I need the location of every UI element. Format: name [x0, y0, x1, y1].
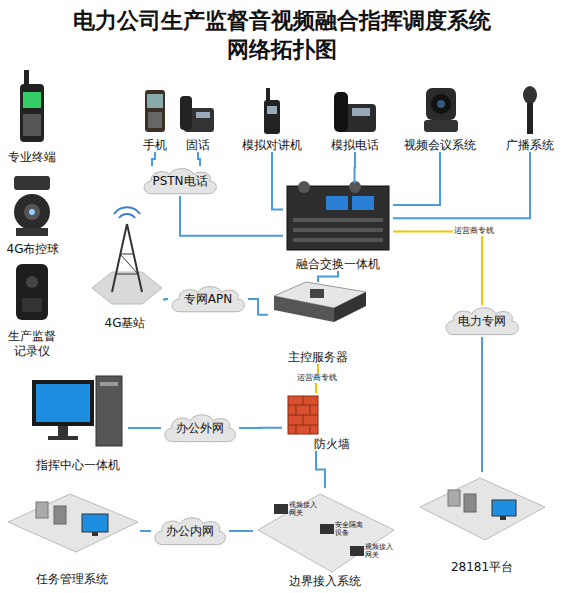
- radio-node: 模拟对讲机: [235, 86, 309, 152]
- node-label: 生产监督记录仪: [6, 329, 58, 358]
- connector-line: [393, 152, 440, 205]
- computer-node: 指挥中心一体机: [28, 372, 128, 472]
- connector-line: [316, 451, 325, 488]
- connector-line: [180, 196, 283, 236]
- connector-line: [229, 530, 253, 532]
- gb28181-platform-icon: [420, 478, 545, 540]
- server-icon: [274, 282, 366, 322]
- node-label: 视频接入网关: [365, 544, 394, 559]
- firewall-icon: [288, 396, 318, 434]
- node-label: 专网APN: [184, 292, 232, 306]
- edge-label: 运营商专线: [296, 374, 338, 383]
- connector-line: [163, 298, 168, 301]
- connector-line: [318, 271, 338, 282]
- connector-line: [248, 299, 268, 315]
- network-cloud: 专网APN: [168, 284, 248, 314]
- node-label: 视频会议系统: [404, 138, 476, 152]
- server-node: 主控服务器: [268, 282, 368, 364]
- system-node: 任务管理系统: [4, 488, 140, 586]
- walkie-talkie-icon: [264, 88, 280, 134]
- node-label: 办公内网: [166, 524, 214, 538]
- camera-node: 4G布控球: [2, 170, 64, 256]
- node-label: 4G布控球: [7, 242, 60, 256]
- network-cloud: PSTN电话: [140, 166, 220, 196]
- base-station-node: 4G基站: [87, 208, 163, 330]
- recorder-icon: [16, 264, 48, 320]
- gateway-node: 视频接入网关: [349, 540, 395, 564]
- isolation-node: 安全隔离设备: [319, 518, 365, 542]
- terminal-node: 专业终端: [2, 68, 62, 164]
- switch-node: 融合交换一体机: [283, 183, 393, 271]
- node-label: 模拟对讲机: [242, 138, 302, 152]
- node-label: PSTN电话: [152, 174, 207, 188]
- node-label: 指挥中心一体机: [36, 458, 120, 472]
- edge-label: 运营商专线: [453, 227, 495, 236]
- node-label: 防火墙: [314, 437, 350, 451]
- pro-terminal-icon: [20, 70, 44, 142]
- connector-line: [140, 530, 151, 532]
- node-label: 主控服务器: [288, 350, 348, 364]
- conference-node: 视频会议系统: [398, 84, 482, 152]
- gateway-node: 视频接入网关: [273, 498, 319, 522]
- task-platform-icon: [8, 494, 138, 552]
- ptz-camera-icon: [14, 176, 50, 236]
- connector-line: [128, 427, 161, 429]
- diagram-title: 电力公司生产监督音视频融合指挥调度系统 网络拓扑图: [62, 6, 502, 64]
- platform-node: 28181平台: [417, 472, 547, 574]
- node-label: 视频接入网关: [289, 502, 318, 517]
- network-cloud: 办公外网: [161, 412, 239, 444]
- conference-camera-icon: [424, 88, 458, 132]
- node-label: 电力专网: [458, 314, 506, 328]
- node-label: 28181平台: [451, 560, 513, 574]
- switch-unit-icon: [287, 181, 389, 250]
- node-label: 办公外网: [176, 421, 224, 435]
- node-label: 任务管理系统: [36, 572, 108, 586]
- node-label: 安全隔离设备: [335, 522, 364, 537]
- node-label: 融合交换一体机: [296, 257, 380, 271]
- phone-node: 手机: [138, 86, 172, 152]
- network-cloud: 电力专网: [442, 305, 522, 337]
- network-cloud: 办公内网: [151, 515, 229, 547]
- connector-line: [198, 152, 200, 166]
- broadcast-node: 广播系统: [502, 84, 558, 152]
- base-station-icon: [92, 207, 162, 304]
- node-label: 边界接入系统: [289, 574, 361, 588]
- connector-line: [239, 427, 282, 429]
- boundary-platform-icon: [258, 494, 394, 572]
- node-label: 4G基站: [105, 316, 146, 330]
- connector-line: [152, 152, 155, 166]
- connector-line: [481, 337, 483, 472]
- analog-phone-icon: [334, 92, 376, 132]
- phone-node: 模拟电话: [325, 86, 385, 152]
- microphone-icon: [523, 86, 537, 134]
- connector-line: [272, 152, 283, 209]
- node-label: 固话: [186, 138, 210, 152]
- recorder-node: 生产监督记录仪: [4, 260, 60, 358]
- group-node: 边界接入系统视频接入网关安全隔离设备视频接入网关: [253, 488, 397, 588]
- mobile-icon: [145, 90, 165, 132]
- computer-icon: [32, 376, 122, 446]
- node-label: 专业终端: [8, 150, 56, 164]
- firewall-node: 防火墙: [282, 393, 350, 451]
- node-label: 模拟电话: [331, 138, 379, 152]
- node-label: 手机: [143, 138, 167, 152]
- connector-line: [393, 231, 482, 305]
- fixed-phone-icon: [180, 96, 214, 132]
- phone-node: 固话: [178, 86, 218, 152]
- connector-line: [393, 152, 530, 218]
- connector-line: [354, 152, 357, 183]
- node-label: 广播系统: [506, 138, 554, 152]
